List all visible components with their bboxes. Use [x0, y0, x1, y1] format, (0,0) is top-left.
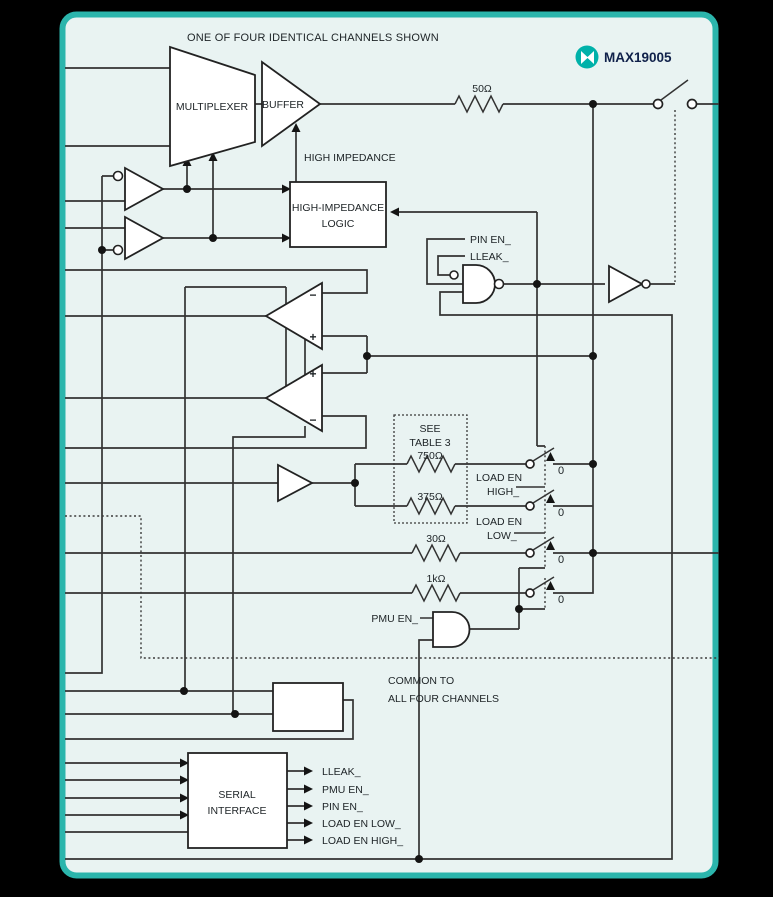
load-en-low-switch [525, 489, 555, 511]
logic-bubbles [112, 170, 651, 290]
load-en-high-label-1: LOAD EN [476, 472, 522, 484]
comparator-high-plus: + [309, 330, 316, 344]
high-impedance-logic-block [289, 181, 387, 248]
resistor-750-label: 750Ω [417, 450, 443, 462]
serial-interface-label-2: INTERFACE [208, 805, 267, 817]
arrowheads [180, 123, 399, 845]
resistor-1k-label: 1kΩ [427, 573, 446, 585]
pin-en-label: PIN EN_ [470, 234, 511, 246]
comparator-low-minus: − [309, 413, 316, 427]
driver-buffer-top [124, 166, 165, 212]
serial-output-pmu-en: PMU EN_ [322, 784, 369, 796]
buffer-amp [261, 60, 322, 148]
lleak-label: LLEAK_ [470, 251, 509, 263]
resistor-50ohm [454, 94, 504, 114]
load-en-low-label-1: LOAD EN [476, 516, 522, 528]
load-en-high-switch [525, 447, 555, 469]
and-gate [432, 611, 471, 648]
serial-output-load-en-high: LOAD EN HIGH_ [322, 835, 403, 847]
invert-bubble-icon [449, 270, 459, 280]
high-impedance-note: HIGH IMPEDANCE [304, 152, 396, 164]
switch-state-0: 0 [558, 465, 564, 477]
serial-output-pin-en: PIN EN_ [322, 801, 363, 813]
see-table-label-1: SEE [419, 423, 440, 435]
comparator-high-minus: − [309, 288, 316, 302]
brand: MAX19005 [575, 45, 672, 69]
multiplexer-block [169, 45, 256, 168]
serial-interface-label-1: SERIAL [218, 789, 256, 801]
comparator-low-plus: + [309, 367, 316, 381]
common-note-2: ALL FOUR CHANNELS [388, 693, 499, 705]
junction-dots [98, 100, 597, 863]
invert-bubble-icon [112, 170, 124, 182]
invert-bubble-icon [112, 244, 124, 256]
nand-gate [462, 264, 496, 304]
load-en-low-label-2: LOW_ [487, 530, 517, 542]
register-block [272, 682, 344, 732]
output-switch [652, 79, 698, 110]
buffer-label: BUFFER [262, 99, 304, 111]
diagram-panel [59, 11, 719, 879]
see-table-box [393, 414, 468, 524]
resistor-375ohm [406, 496, 456, 516]
inverter-gate [608, 264, 644, 304]
comparator-high [264, 281, 323, 351]
pmu-en-label: PMU EN_ [371, 613, 418, 625]
maxim-logo-icon [581, 51, 588, 64]
resistor-30-label: 30Ω [426, 533, 446, 545]
common-section-divider [65, 515, 719, 659]
invert-bubble-icon [493, 278, 505, 290]
hiz-logic-label-2: LOGIC [322, 218, 355, 230]
driver-buffer-bottom [124, 215, 165, 261]
switch-state-0: 0 [558, 594, 564, 606]
dotted-lines [65, 110, 719, 659]
resistors [406, 94, 504, 603]
common-note-1: COMMON TO [388, 675, 454, 687]
resistor-750ohm [406, 454, 456, 474]
wires [65, 67, 719, 860]
switch-state-0: 0 [558, 554, 564, 566]
channel-note: ONE OF FOUR IDENTICAL CHANNELS SHOWN [187, 32, 439, 44]
resistor-30ohm [411, 543, 461, 563]
resistor-50-label: 50Ω [472, 83, 492, 95]
resistor-375-label: 375Ω [417, 491, 443, 503]
serial-interface-block [187, 752, 288, 849]
multiplexer-label: MULTIPLEXER [176, 101, 249, 113]
force-1k-switch [525, 576, 555, 598]
comparator-low [264, 363, 323, 433]
part-number: MAX19005 [604, 50, 672, 65]
load-buffer [277, 463, 314, 503]
switch-state-0: 0 [558, 507, 564, 519]
resistor-1kohm [411, 583, 461, 603]
force-30ohm-switch [525, 536, 555, 558]
invert-bubble-icon [641, 279, 651, 289]
maxim-logo-icon [587, 51, 594, 64]
see-table-label-2: TABLE 3 [409, 437, 450, 449]
serial-output-load-en-low: LOAD EN LOW_ [322, 818, 401, 830]
load-en-high-label-2: HIGH_ [487, 486, 519, 498]
hiz-logic-label-1: HIGH-IMPEDANCE [292, 202, 384, 214]
serial-output-lleak: LLEAK_ [322, 766, 361, 778]
